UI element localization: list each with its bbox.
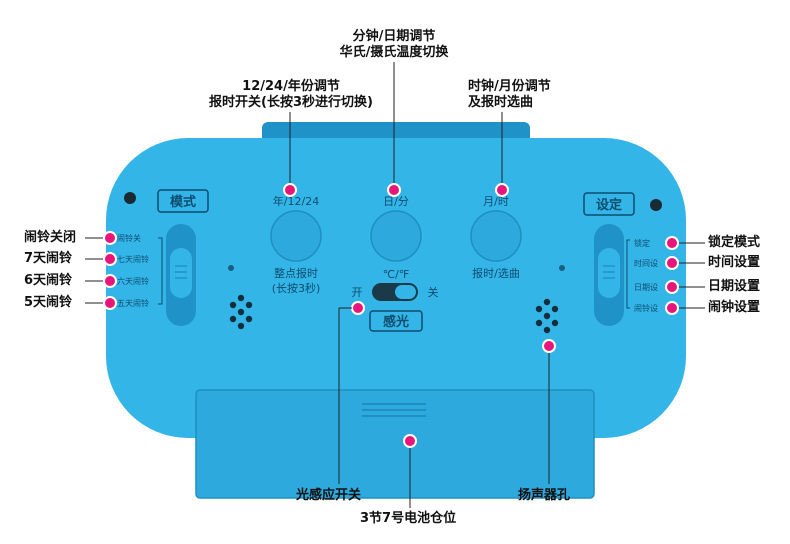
speaker-hole xyxy=(551,319,559,327)
marker-top-center xyxy=(387,183,401,197)
set-label-box xyxy=(583,192,635,216)
temp-unit-label: ℃/℉ xyxy=(383,268,410,281)
screw-right xyxy=(650,199,662,211)
speaker-hole xyxy=(229,301,237,309)
switch-off-label: 关 xyxy=(428,285,439,299)
annotation-right-2: 时间设置 xyxy=(708,255,761,270)
marker-top-right xyxy=(495,183,509,197)
left-pinhole xyxy=(228,265,234,271)
speaker-grille-right xyxy=(535,298,559,334)
annotation-right-4: 闹钟设置 xyxy=(708,300,761,315)
marker-speaker xyxy=(542,339,556,353)
mid-button[interactable] xyxy=(370,210,422,262)
left-button-bottom-label-1: 整点报时 xyxy=(274,266,318,280)
mode-position-3: 六天闹铃 xyxy=(117,276,149,286)
marker-battery xyxy=(403,434,417,448)
right-button-top-label: 月/时 xyxy=(483,195,509,208)
annotation-top-left-2: 报时开关(长按3秒进行切换) xyxy=(209,95,373,110)
marker-left-2 xyxy=(103,252,117,266)
marker-light-switch xyxy=(351,301,365,315)
annotation-top-left-1: 12/24/年份调节 xyxy=(242,79,340,94)
set-label: 设定 xyxy=(596,197,622,213)
annotation-top-center-1: 分钟/日期调节 xyxy=(352,29,436,44)
switch-on-label: 开 xyxy=(352,286,363,299)
set-position-4: 闹铃设 xyxy=(634,303,658,313)
marker-right-4 xyxy=(665,301,679,315)
light-sensor-knob[interactable] xyxy=(395,285,416,299)
speaker-hole xyxy=(237,308,245,316)
battery-cover xyxy=(195,389,595,499)
speaker-hole xyxy=(543,312,551,320)
left-button-bottom-label-2: (长按3秒) xyxy=(272,281,321,295)
mode-position-4: 五天闹铃 xyxy=(117,298,149,308)
annotation-top-right-2: 及报时选曲 xyxy=(468,95,534,110)
annotation-left-2: 7天闹铃 xyxy=(24,251,73,266)
annotation-top-right-1: 时钟/月份调节 xyxy=(468,79,551,94)
mode-slide-knob[interactable] xyxy=(170,248,192,298)
mode-label-box xyxy=(157,189,209,213)
marker-right-1 xyxy=(665,236,679,250)
annotation-bottom-center: 3节7号电池仓位 xyxy=(360,511,457,526)
light-label: 感光 xyxy=(383,314,409,330)
marker-left-3 xyxy=(103,274,117,288)
marker-right-2 xyxy=(665,256,679,270)
screw-left xyxy=(124,192,136,204)
speaker-hole xyxy=(543,298,551,306)
marker-top-left xyxy=(283,183,297,197)
set-position-2: 时间设 xyxy=(634,258,658,268)
annotation-right-1: 锁定模式 xyxy=(708,235,761,250)
marker-left-4 xyxy=(103,296,117,310)
speaker-hole xyxy=(245,301,253,309)
mode-position-2: 七天闹铃 xyxy=(117,254,149,264)
speaker-hole xyxy=(229,315,237,323)
speaker-grille-left xyxy=(229,294,253,330)
annotation-top-center-2: 华氏/摄氏温度切换 xyxy=(339,45,449,60)
annotation-left-3: 6天闹铃 xyxy=(24,273,73,288)
left-button[interactable] xyxy=(270,210,322,262)
marker-left-1 xyxy=(103,231,117,245)
speaker-hole xyxy=(535,319,543,327)
mid-button-top-label: 日/分 xyxy=(383,195,409,208)
speaker-hole xyxy=(551,305,559,313)
mode-position-1: 闹铃关 xyxy=(117,233,141,243)
marker-right-3 xyxy=(665,280,679,294)
annotation-left-1: 闹铃关闭 xyxy=(24,230,77,245)
set-slide-knob[interactable] xyxy=(598,248,620,298)
left-button-top-label: 年/12/24 xyxy=(273,194,319,208)
set-position-1: 锁定 xyxy=(634,238,650,248)
annotation-bottom-left: 光感应开关 xyxy=(296,488,362,503)
speaker-hole xyxy=(237,322,245,330)
right-button-bottom-label: 报时/选曲 xyxy=(472,266,520,280)
speaker-hole xyxy=(245,315,253,323)
speaker-hole xyxy=(535,305,543,313)
mode-label: 模式 xyxy=(170,194,196,210)
right-pinhole xyxy=(559,265,565,271)
annotation-left-4: 5天闹铃 xyxy=(24,295,73,310)
right-button[interactable] xyxy=(470,210,522,262)
speaker-hole xyxy=(543,326,551,334)
set-position-3: 日期设 xyxy=(634,282,658,292)
speaker-hole xyxy=(237,294,245,302)
annotation-right-3: 日期设置 xyxy=(708,279,761,294)
annotation-bottom-right: 扬声器孔 xyxy=(518,488,571,503)
light-label-box xyxy=(369,310,423,332)
